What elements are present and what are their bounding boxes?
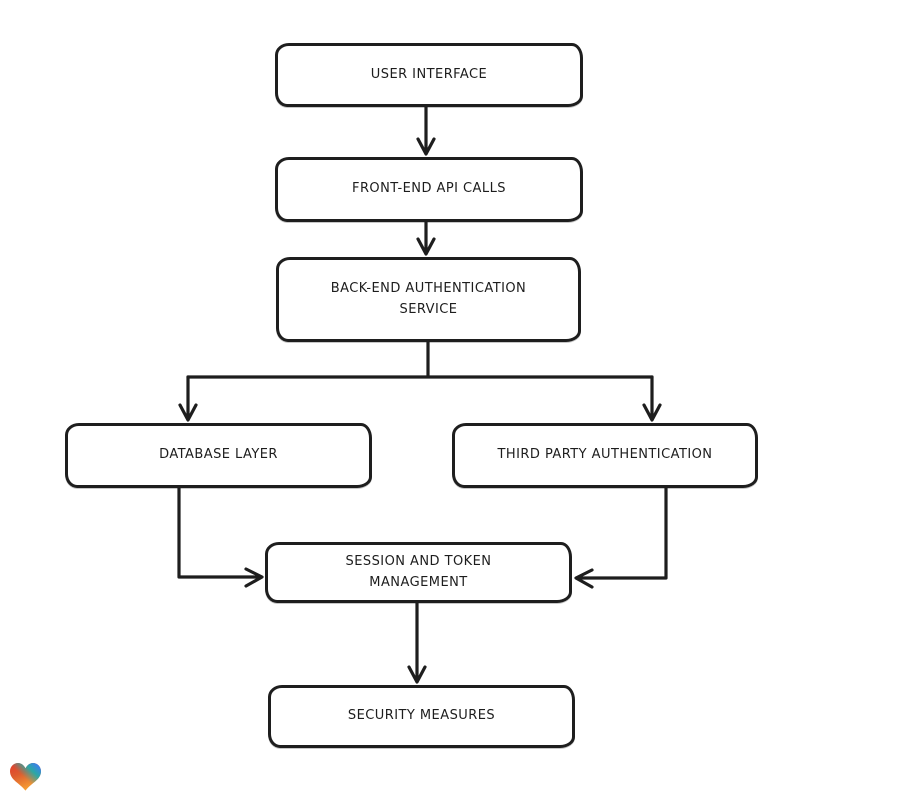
- edge-session-management-to-security-measures: [407, 601, 427, 684]
- node-session-and-token-management[interactable]: SESSION AND TOKEN MANAGEMENT: [265, 542, 572, 603]
- node-security-measures-label: SECURITY MEASURES: [347, 708, 496, 724]
- edge-third-party-to-session-management: [574, 486, 668, 589]
- node-back-end-authentication-service[interactable]: BACK-END AUTHENTICATION SERVICE: [276, 257, 581, 342]
- edge-back-end-to-database-layer: [178, 375, 198, 422]
- edge-database-layer-to-session-management: [177, 486, 264, 588]
- node-database-layer-label: DATABASE LAYER: [159, 447, 278, 463]
- node-user-interface[interactable]: USER INTERFACE: [275, 43, 583, 107]
- edge-back-end-to-third-party-authentication: [642, 375, 662, 422]
- node-back-end-authentication-service-label: BACK-END AUTHENTICATION SERVICE: [330, 281, 527, 317]
- edge-user-interface-to-front-end-api-calls: [416, 105, 436, 156]
- node-database-layer[interactable]: DATABASE LAYER: [65, 423, 372, 488]
- edge-front-end-api-calls-to-back-end-authentication-service: [416, 220, 436, 256]
- node-security-measures[interactable]: SECURITY MEASURES: [268, 685, 575, 748]
- edge-branch-connector: [186, 340, 654, 379]
- node-third-party-authentication-label: THIRD PARTY AUTHENTICATION: [497, 447, 713, 463]
- node-front-end-api-calls-label: FRONT-END API CALLS: [352, 181, 506, 197]
- node-front-end-api-calls[interactable]: FRONT-END API CALLS: [275, 157, 583, 222]
- heart-icon[interactable]: [10, 761, 41, 792]
- node-third-party-authentication[interactable]: THIRD PARTY AUTHENTICATION: [452, 423, 758, 488]
- node-session-and-token-management-label: SESSION AND TOKEN MANAGEMENT: [345, 554, 492, 590]
- node-user-interface-label: USER INTERFACE: [370, 66, 488, 82]
